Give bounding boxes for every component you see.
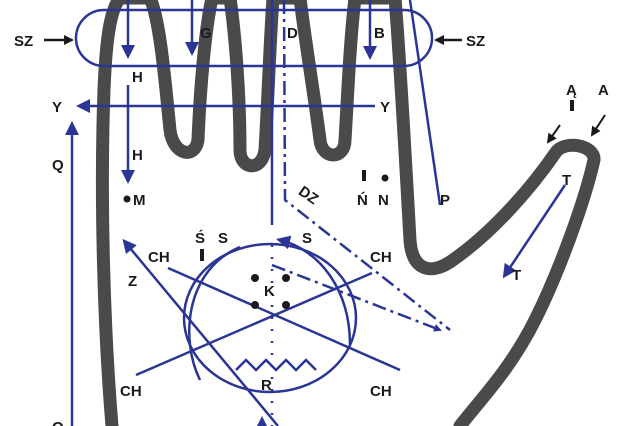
m-dot xyxy=(123,195,131,203)
k-dot xyxy=(282,274,290,282)
label-n-acute: Ń xyxy=(357,192,368,209)
label-d: D xyxy=(287,25,298,42)
label-t-top: T xyxy=(562,172,571,189)
label-ch-bottom-right: CH xyxy=(370,383,392,400)
label-y-left: Y xyxy=(52,99,62,116)
label-dz: DZ xyxy=(295,183,321,208)
dz-line xyxy=(282,0,451,331)
label-b: B xyxy=(374,25,385,42)
label-ch-top-left: CH xyxy=(148,249,170,266)
label-a-ogonek: Ą xyxy=(566,82,577,99)
n-acute-mark xyxy=(362,170,366,181)
s-acute-mark xyxy=(200,249,204,261)
label-y-right: Y xyxy=(380,99,390,116)
k-dot xyxy=(251,274,259,282)
label-g: G xyxy=(200,25,212,42)
label-q-bottom: Q xyxy=(52,419,64,426)
hand-outline xyxy=(95,0,601,426)
sz-band xyxy=(74,8,434,68)
label-s-acute: Ś xyxy=(195,229,205,247)
label-z: Z xyxy=(128,273,137,290)
label-sz-left: SZ xyxy=(14,33,33,50)
label-t-bottom: T xyxy=(512,267,521,284)
n-dot xyxy=(381,174,389,182)
label-ch-top-right: CH xyxy=(370,249,392,266)
k-dot xyxy=(251,301,259,309)
label-sz-right: SZ xyxy=(466,33,485,50)
label-h-top: H xyxy=(132,69,143,86)
a-ogonek-mark xyxy=(570,100,574,111)
label-q-top: Q xyxy=(52,157,64,174)
label-s-right: S xyxy=(302,230,312,247)
label-m: M xyxy=(133,192,146,209)
label-n: N xyxy=(378,192,389,209)
k-circle xyxy=(182,242,358,394)
label-p: P xyxy=(440,192,450,209)
label-s-left: S xyxy=(218,230,228,247)
k-dot xyxy=(282,301,290,309)
label-k: K xyxy=(264,283,275,300)
label-r: R xyxy=(261,377,272,394)
label-h-bottom: H xyxy=(132,147,143,164)
label-a: A xyxy=(598,82,609,99)
label-ch-bottom-left: CH xyxy=(120,383,142,400)
z-line xyxy=(122,238,279,426)
